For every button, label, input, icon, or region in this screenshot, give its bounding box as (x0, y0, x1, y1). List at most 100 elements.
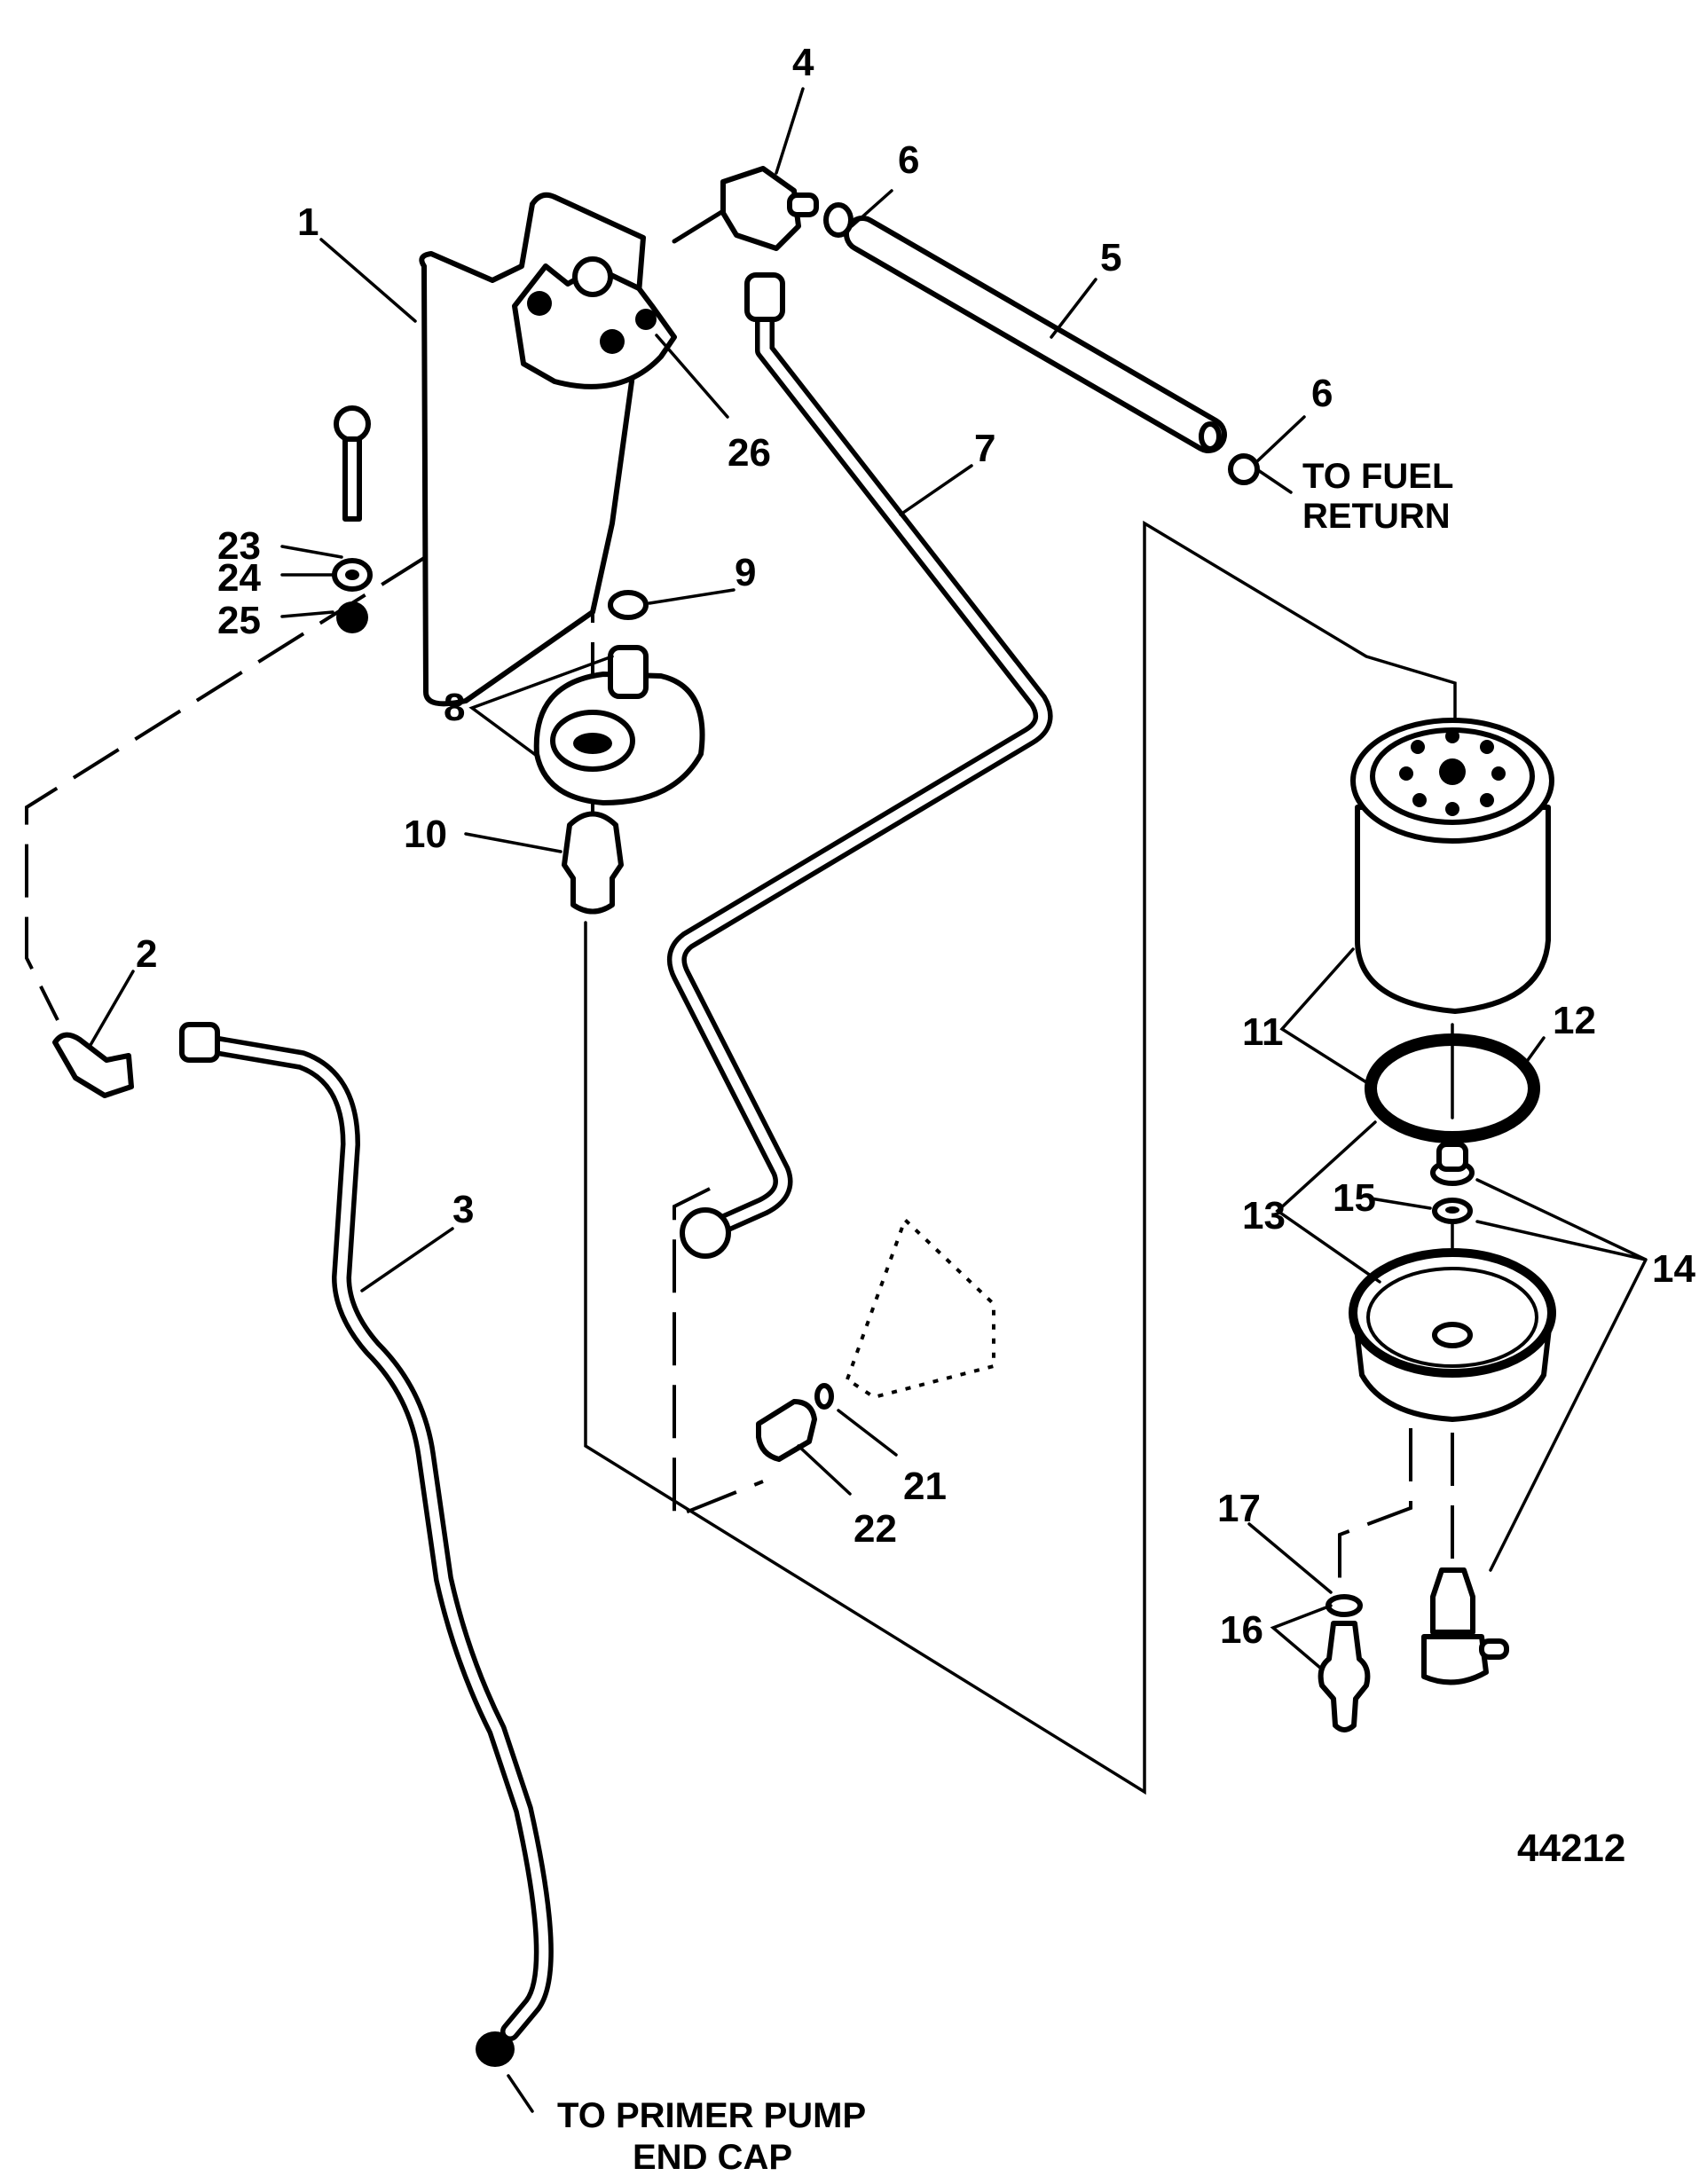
primer-line-nut-top (179, 1022, 220, 1063)
callout-8: 8 (444, 686, 465, 729)
callout-9: 9 (735, 551, 756, 594)
assembly-line-10-down (584, 520, 1457, 1795)
filter-element-hole-1 (1411, 740, 1425, 754)
filter-element-hole-3 (1480, 740, 1494, 754)
leader-6a (850, 189, 893, 228)
notes: TO FUEL RETURN TO PRIMER PUMP END CAP 44… (557, 457, 1625, 2177)
leader-12 (1526, 1036, 1546, 1062)
callout-2: 2 (136, 932, 157, 976)
o-ring-part[interactable] (608, 590, 649, 620)
leader-5 (1050, 278, 1097, 339)
washer-part[interactable] (1432, 1198, 1473, 1224)
return-hose-end (1199, 421, 1222, 452)
leader-16 (1270, 1604, 1333, 1669)
callout-17: 17 (1217, 1487, 1261, 1530)
callout-6b: 6 (1311, 372, 1333, 415)
head-front-port (600, 329, 625, 354)
leader-21 (837, 1409, 898, 1457)
leader-8 (468, 655, 614, 758)
connector-fitting-part[interactable] (756, 1399, 817, 1462)
sealing-washer-part[interactable] (1325, 1594, 1363, 1617)
callout-1: 1 (297, 200, 319, 244)
elbow-top-to-head-line (672, 208, 726, 244)
assembly-lines (25, 477, 1457, 1795)
leader-6b (1255, 415, 1306, 463)
fuel-line-nut-bottom (680, 1207, 731, 1259)
filter-element-part[interactable] (1350, 718, 1554, 1014)
engine-port-outline (845, 1216, 995, 1400)
adapter-plate-hole (573, 733, 612, 754)
leader-22 (797, 1444, 852, 1496)
adapter-plate-part[interactable] (533, 645, 705, 805)
head-left-port (527, 291, 552, 316)
bowl-rim (1349, 1248, 1556, 1378)
leader-23 (280, 545, 343, 559)
callout-13: 13 (1242, 1194, 1286, 1237)
bowl-center-boss (1432, 1322, 1473, 1348)
washer-flat-hole (345, 570, 359, 580)
drain-assembly-part[interactable] (1421, 1567, 1509, 1685)
hose-clamp-parts[interactable] (823, 202, 1260, 485)
fitting-body (562, 811, 624, 915)
assembly-line-bowl-to-sensor (1338, 1428, 1412, 1579)
callout-7: 7 (974, 427, 995, 470)
callout-23: 23 (217, 524, 261, 568)
leader-9 (648, 588, 736, 605)
fuel-line-nut-top (744, 272, 785, 322)
note-fuel-return-line1: TO FUEL (1302, 457, 1453, 496)
drain-valve-spout (1479, 1638, 1509, 1660)
fuel-line-to-primer-part[interactable] (179, 1022, 554, 2067)
assembly-line-head-to-elbow (25, 477, 552, 1021)
callout-26: 26 (728, 431, 771, 475)
o-ring-small-part[interactable] (814, 1383, 834, 1410)
figure-number: 44212 (1517, 1827, 1625, 1870)
elbow-fitting-part[interactable] (52, 1032, 134, 1098)
head-right-port (635, 309, 657, 330)
filter-head-bracket-part[interactable] (419, 192, 677, 707)
callout-21: 21 (903, 1465, 947, 1508)
bolt-shank (342, 436, 362, 522)
elbow-fitting-top-part[interactable] (672, 166, 819, 251)
sensor-assembly-part[interactable] (1318, 1621, 1371, 1732)
filter-element-hole-6 (1412, 793, 1427, 807)
callout-12: 12 (1553, 999, 1596, 1042)
leader-7 (899, 464, 973, 516)
seal-ring-part[interactable] (1365, 1033, 1540, 1143)
leader-10 (464, 832, 562, 853)
washer-flat-part[interactable] (332, 558, 373, 592)
fitting-part[interactable] (562, 811, 624, 915)
leader-13 (1275, 1120, 1381, 1284)
washer-hole (1445, 1206, 1459, 1214)
callout-6a: 6 (898, 138, 919, 182)
elbow-top-body (720, 166, 801, 251)
note-fuel-return-line2: RETURN (1302, 497, 1451, 536)
primer-line-outer (203, 1035, 554, 2041)
callout-25: 25 (217, 599, 261, 642)
callout-3: 3 (452, 1188, 474, 1231)
drain-plug-top-part[interactable] (1430, 1142, 1475, 1186)
bolt-part[interactable] (334, 405, 371, 522)
leader-6b-note (1256, 468, 1293, 494)
fuel-line-inner (672, 287, 1049, 1229)
leader-26 (655, 334, 729, 419)
callout-14: 14 (1652, 1247, 1695, 1291)
fuel-line-part[interactable] (666, 272, 1053, 1259)
drain-plug-top-head (1436, 1142, 1468, 1172)
return-hose-part[interactable] (844, 216, 1227, 453)
bolt-head (334, 405, 371, 443)
nut-part[interactable] (336, 601, 368, 633)
filter-element-hole-5 (1491, 766, 1506, 781)
leader-2 (89, 970, 135, 1047)
leader-lines (89, 87, 1648, 2113)
nut-body (336, 601, 368, 633)
filter-element-center-hole (1439, 758, 1466, 785)
filter-element-hole-2 (1445, 729, 1459, 743)
water-separator-bowl-part[interactable] (1349, 1248, 1556, 1422)
bowl-inner-rim (1366, 1267, 1538, 1368)
callout-4: 4 (792, 41, 814, 84)
primer-line-nut-bottom (476, 2031, 515, 2067)
leader-11 (1279, 947, 1368, 1084)
leader-14b (1489, 1258, 1648, 1572)
leader-14 (1475, 1178, 1647, 1261)
leader-15 (1369, 1197, 1432, 1210)
